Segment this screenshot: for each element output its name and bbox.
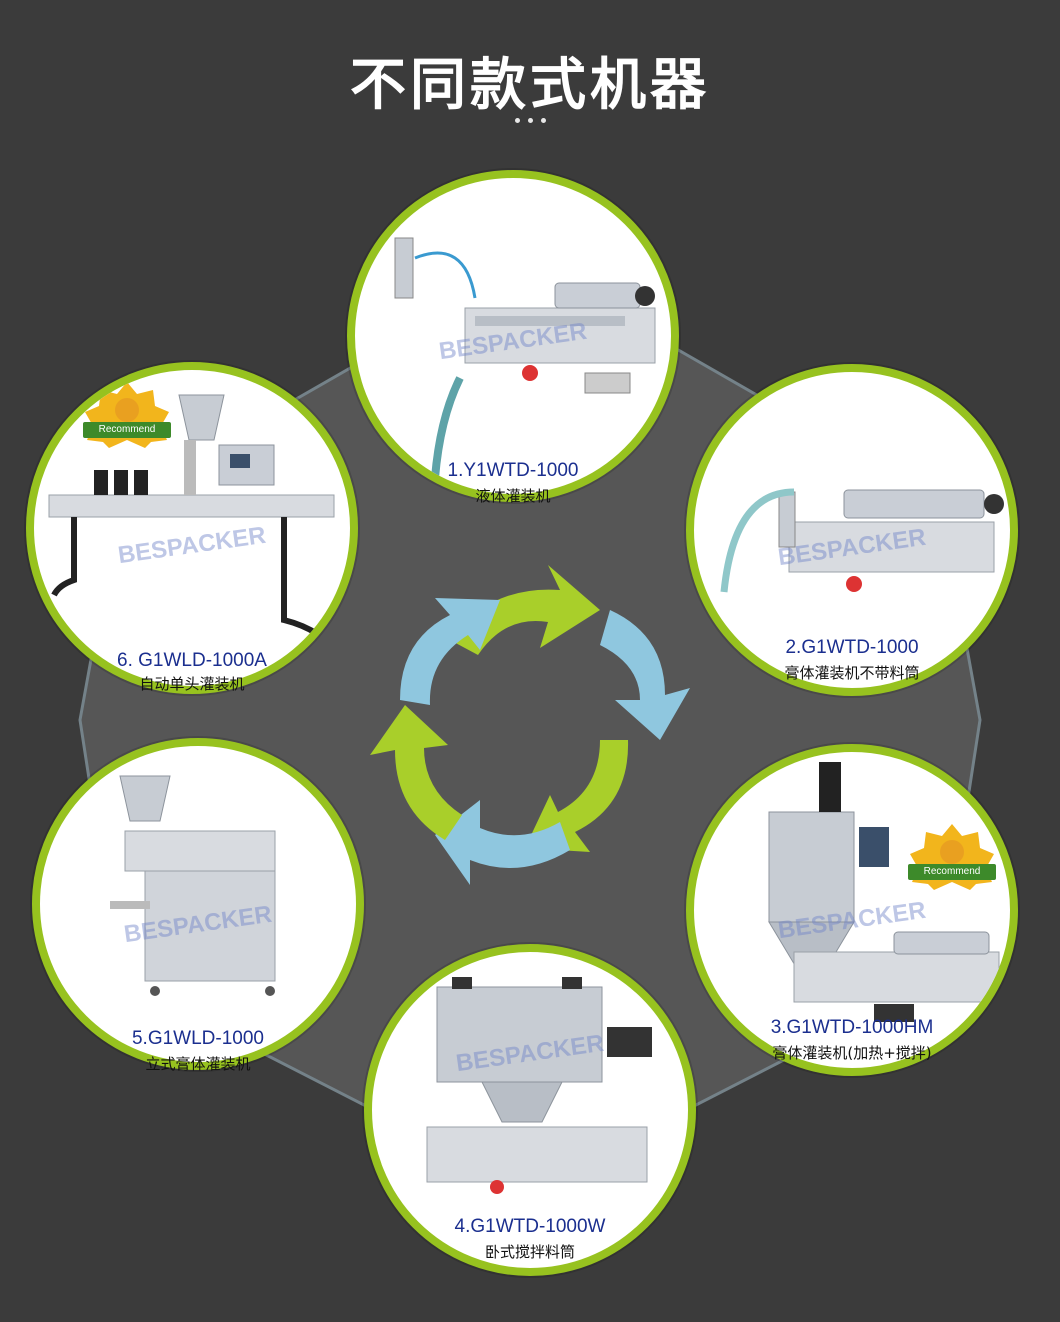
automatic-single-head-filling-machine-icon — [48, 394, 335, 638]
recommend-badge: Recommend — [79, 380, 175, 450]
dot-3 — [540, 118, 546, 123]
machine-6-model: 6. G1WLD-1000A — [117, 650, 267, 671]
recommend-label: Recommend — [83, 422, 171, 438]
recommend-label: Recommend — [908, 864, 996, 880]
title-dots — [0, 108, 1060, 127]
machine-5-model: 5.G1WLD-1000 — [131, 1028, 264, 1049]
machine-2-model: 2.G1WTD-1000 — [785, 637, 919, 658]
arrow-blue-right — [600, 610, 690, 740]
machine-4-description: 卧式搅拌料筒 — [484, 1243, 575, 1261]
dot-2 — [527, 118, 533, 123]
machine-card-3[interactable]: Recommend BESPACKER — [686, 744, 1018, 1076]
vertical-paste-filling-machine-icon — [110, 775, 276, 996]
thumbs-up-icon — [910, 824, 994, 890]
machine-card-4[interactable]: BESPACKER — [364, 944, 696, 1276]
liquid-filling-machine-icon — [394, 237, 656, 479]
machine-1-description: 液体灌装机 — [475, 487, 551, 505]
machine-card-2[interactable]: BESPACKER — [686, 364, 1018, 696]
dot-1 — [514, 118, 520, 123]
arrow-green-right — [525, 740, 629, 852]
machine-card-5[interactable]: BESPACKER — [32, 738, 364, 1070]
arrow-green-top — [450, 565, 600, 655]
page-title: 不同款式机器 — [350, 53, 710, 118]
machine-4-model: 4.G1WTD-1000W — [454, 1216, 606, 1237]
machine-1-model: 1.Y1WTD-1000 — [447, 460, 579, 481]
machine-card-6[interactable]: Recommend BESPACKER — [26, 362, 358, 694]
machine-card-1[interactable]: BESPACKER 1.Y1WTD-1000 — [347, 170, 679, 502]
arrow-green-left — [370, 705, 462, 840]
horizontal-mixing-hopper-machine-icon — [426, 977, 652, 1194]
paste-filling-machine-icon — [720, 488, 1004, 593]
machine-3-model: 3.G1WTD-1000HM — [770, 1017, 934, 1038]
machine-3-description: 膏体灌装机(加热+搅拌) — [772, 1044, 932, 1062]
arrow-blue-bottom — [435, 800, 570, 885]
arrow-blue-left — [400, 598, 500, 705]
heated-mixing-filling-machine-icon — [768, 762, 1000, 1022]
machine-2-description: 膏体灌装机不带料筒 — [784, 664, 920, 682]
machine-5-description: 立式膏体灌装机 — [145, 1055, 251, 1073]
thumbs-up-icon — [85, 382, 169, 448]
machine-6-description: 自动单头灌装机 — [139, 675, 245, 693]
recommend-badge: Recommend — [904, 822, 1000, 892]
